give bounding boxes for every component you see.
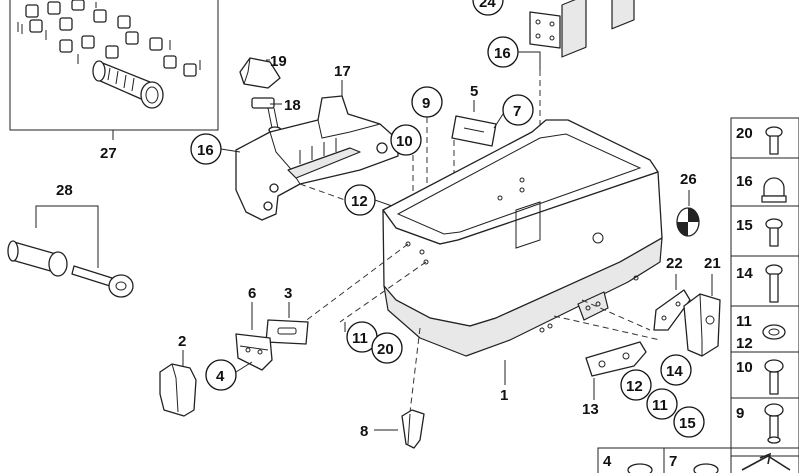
lock-plate-3 [265,319,309,345]
callout-7: 7 [513,103,521,120]
arrow-icon [741,452,791,471]
callout-2: 2 [178,333,186,350]
screw-10 [764,359,784,395]
legend-label-9: 9 [736,405,744,422]
lock-with-key [7,240,134,298]
callout-19: 19 [270,53,287,70]
screw-15 [765,218,783,247]
hinge-13 [585,341,647,377]
callout-5: 5 [470,83,478,100]
callout-13: 13 [582,401,599,418]
callout-21: 21 [704,255,721,272]
tumbler-pieces [17,0,201,77]
legend-label-10: 10 [736,359,753,376]
bottom-label-7: 7 [669,453,677,470]
carrier-bracket-17 [235,95,399,221]
bottom-label-4: 4 [603,453,612,470]
lock-cylinder [92,60,164,109]
legend-label-16: 16 [736,173,753,190]
part-19 [239,57,281,89]
washer-11-12 [762,324,786,340]
bracket-22 [653,289,691,331]
legend-label-14: 14 [736,265,753,282]
callout-11-lower: 11 [652,397,668,414]
callout-22: 22 [666,255,683,272]
plate-5 [451,115,497,147]
screw-9 [764,403,784,444]
callout-12-upper: 12 [351,193,368,210]
callout-11-left: 11 [352,330,368,347]
callout-3: 3 [284,285,292,302]
callout-10: 10 [396,133,413,150]
cap-nut-16 [761,177,787,203]
callout-17: 17 [334,63,351,80]
hinge-cover-21 [683,293,721,357]
callout-24: 24 [479,0,496,11]
key-insert-set-box [9,0,219,140]
handle-cover-2 [159,363,197,417]
hinge-plate-24 [529,11,561,49]
callout-8: 8 [360,423,368,440]
callout-20-left: 20 [377,341,394,358]
callout-15: 15 [679,415,696,432]
legend-label-12: 12 [736,335,753,352]
part-4-small [627,463,653,473]
callout-6: 6 [248,285,256,302]
callout-4-left: 4 [216,368,225,385]
callout-12-lower: 12 [626,378,643,395]
top-case-main-body [382,0,663,357]
callout-1: 1 [500,387,508,404]
bottom-legend: 4 7 [597,447,799,473]
bmw-emblem-26 [676,207,700,237]
callout-9: 9 [422,95,430,112]
part-7-small [693,463,719,473]
legend-label-15: 15 [736,217,753,234]
callout-26: 26 [680,171,697,188]
part-18 [251,97,282,134]
screw-14 [765,264,783,303]
callout-28: 28 [56,182,73,199]
callout-18: 18 [284,97,301,114]
callout-16-top: 16 [494,45,511,62]
latch-6 [235,333,273,371]
hardware-legend: 20 16 15 14 11 12 10 9 [730,117,799,457]
callout-27: 27 [100,145,117,162]
handle-8 [401,409,425,449]
legend-label-20: 20 [736,125,753,142]
callout-14: 14 [666,363,683,380]
callout-16-bracket: 16 [197,142,214,159]
legend-label-11: 11 [736,313,752,330]
screw-20 [765,126,783,155]
